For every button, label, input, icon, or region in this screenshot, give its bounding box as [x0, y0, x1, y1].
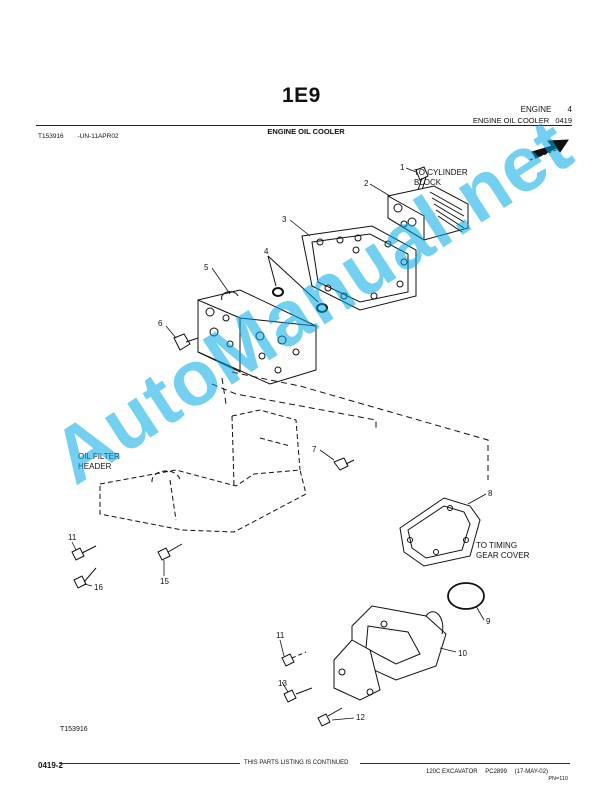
- part-3-gasket: [301, 225, 417, 311]
- callout-2: 2: [364, 179, 369, 188]
- label-to-timing: TO TIMING: [476, 541, 517, 550]
- label-to-cylinder: TO CYLINDER: [414, 168, 468, 177]
- callout-4: 4: [264, 247, 269, 256]
- footer-machine-info: 120C EXCAVATOR PC2899 (17-MAY-02): [426, 769, 548, 775]
- footer-page-number: 0419-2: [38, 761, 63, 770]
- figure-id: T153916: [38, 133, 64, 140]
- label-block: BLOCK: [414, 178, 442, 187]
- page-code: 1E9: [282, 84, 321, 107]
- part-4-o-rings: [267, 255, 328, 313]
- figure-reference: T153916 -UN-11APR02: [38, 133, 119, 140]
- footer-continued-note: THIS PARTS LISTING IS CONTINUED: [244, 760, 349, 766]
- callout-9: 9: [486, 617, 491, 626]
- label-gear-cover: GEAR COVER: [476, 551, 530, 560]
- diagram-labels: TO CYLINDER BLOCK OIL FILTER HEADER TO T…: [60, 168, 530, 733]
- figure-title: ENGINE OIL COOLER: [267, 127, 345, 136]
- subsection-code: 0419: [555, 116, 572, 125]
- footer-machine: 120C EXCAVATOR: [426, 769, 478, 775]
- footer-date: (17-MAY-02): [514, 769, 548, 775]
- section-name: ENGINE: [520, 105, 552, 114]
- label-oil-filter: OIL FILTER: [78, 452, 120, 461]
- footer-catalog: PC2899: [485, 769, 507, 775]
- direction-arrow-icon: [529, 139, 569, 161]
- header-rule: [36, 125, 572, 126]
- callout-7: 7: [312, 445, 317, 454]
- callout-1: 1: [400, 163, 405, 172]
- part-8-gasket: [399, 497, 481, 567]
- part-2-oil-cooler: [387, 185, 469, 241]
- oil-filter-header-phantom: [99, 409, 307, 533]
- footer-pn: PN=110: [548, 776, 568, 782]
- callout-6: 6: [158, 319, 163, 328]
- part-1-bolt: [415, 166, 429, 191]
- callout-11a: 11: [68, 533, 77, 542]
- figure-id-bottom: T153916: [60, 726, 88, 733]
- subsection-name: ENGINE OIL COOLER: [472, 116, 550, 125]
- callout-leaders: [71, 167, 487, 721]
- callout-3: 3: [282, 215, 287, 224]
- callout-16: 16: [94, 583, 103, 592]
- footer-rule-right: [360, 763, 570, 764]
- assembly-leader-lines: [211, 371, 489, 480]
- figure-revision: -UN-11APR02: [77, 133, 119, 140]
- part-7-bolt: [333, 457, 355, 471]
- part-6-plug: [173, 333, 199, 351]
- part-5-cooler-housing: [197, 289, 317, 385]
- part-10-cooler-adapter: [333, 605, 447, 701]
- label-header: HEADER: [78, 462, 112, 471]
- section-number: 4: [567, 105, 572, 114]
- callout-10: 10: [458, 649, 467, 658]
- part-9-o-ring: [447, 582, 485, 610]
- subsection-heading: ENGINE OIL COOLER 0419: [473, 116, 572, 125]
- section-heading: ENGINE 4: [521, 105, 572, 114]
- callout-8: 8: [488, 489, 493, 498]
- callout-11b: 11: [276, 631, 285, 640]
- footer-rule-left: [60, 763, 240, 764]
- callout-12: 12: [356, 713, 365, 722]
- bolt-set: [71, 543, 343, 727]
- callout-5: 5: [204, 263, 209, 272]
- callout-15: 15: [160, 577, 169, 586]
